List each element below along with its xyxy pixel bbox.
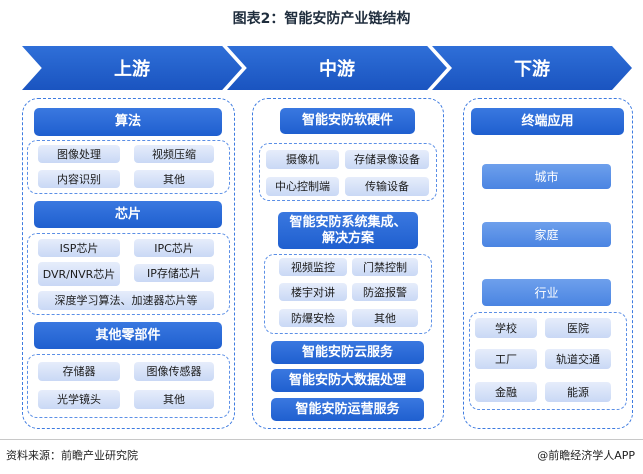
stage-downstream-arrow: 下游 <box>432 46 632 90</box>
market-city: 城市 <box>482 164 611 189</box>
downstream-column <box>463 98 633 429</box>
service-cloud: 智能安防云服务 <box>271 341 424 364</box>
chip-item: IPC芯片 <box>134 239 214 257</box>
hardware-item: 摄像机 <box>266 150 339 169</box>
parts-item: 光学镜头 <box>38 390 120 409</box>
page-title: 图表2：智能安防产业链结构 <box>232 11 411 27</box>
market-home: 家庭 <box>482 222 611 247</box>
industry-group <box>469 312 627 410</box>
chip-item: DVR/NVR芯片 <box>38 262 120 286</box>
terminal-app-header: 终端应用 <box>471 108 624 135</box>
algorithm-item: 其他 <box>134 170 214 188</box>
service-operation: 智能安防运营服务 <box>271 398 424 421</box>
parts-group <box>27 354 230 418</box>
hardware-group <box>259 143 437 201</box>
midstream-column <box>252 98 444 429</box>
algorithm-item: 内容识别 <box>38 170 120 188</box>
upstream-column <box>22 98 235 429</box>
brand-text: @前瞻经济学人APP <box>537 449 635 462</box>
source-text: 资料来源：前瞻产业研究院 <box>6 449 138 462</box>
chip-item: IP存储芯片 <box>134 264 214 282</box>
industry-item: 金融 <box>475 382 537 402</box>
hardware-header: 智能安防软硬件 <box>280 108 415 134</box>
industry-item: 能源 <box>545 382 611 402</box>
chip-header: 芯片 <box>34 201 222 228</box>
industry-item: 学校 <box>475 318 537 338</box>
integration-item: 防盗报警 <box>352 283 418 301</box>
parts-item: 其他 <box>134 390 214 409</box>
industry-item: 工厂 <box>475 349 537 369</box>
parts-item: 存储器 <box>38 362 120 381</box>
stage-midstream-arrow: 中游 <box>227 46 447 90</box>
integration-item: 楼宇对讲 <box>279 283 347 301</box>
industry-item: 轨道交通 <box>545 349 611 369</box>
parts-item: 图像传感器 <box>134 362 214 381</box>
integration-item: 其他 <box>352 309 418 327</box>
algorithm-item: 图像处理 <box>38 145 120 163</box>
algorithm-group <box>27 140 230 194</box>
hardware-item: 存储录像设备 <box>345 150 429 169</box>
stage-upstream-arrow: 上游 <box>22 46 242 90</box>
market-industry: 行业 <box>482 279 611 306</box>
service-bigdata: 智能安防大数据处理 <box>271 369 424 392</box>
integration-group <box>264 254 432 334</box>
algorithm-item: 视频压缩 <box>134 145 214 163</box>
integration-item: 门禁控制 <box>352 258 418 276</box>
hardware-item: 传输设备 <box>345 177 429 196</box>
chip-item: 深度学习算法、加速器芯片等 <box>38 291 214 310</box>
integration-item: 防爆安检 <box>279 309 347 327</box>
chip-group <box>27 233 230 315</box>
industry-item: 医院 <box>545 318 611 338</box>
hardware-item: 中心控制端 <box>266 177 339 196</box>
parts-header: 其他零部件 <box>34 322 222 349</box>
chip-item: ISP芯片 <box>38 239 120 257</box>
algorithm-header: 算法 <box>34 108 222 136</box>
integration-header: 智能安防系统集成、解决方案 <box>278 212 418 249</box>
footer-divider <box>0 439 643 440</box>
integration-item: 视频监控 <box>279 258 347 276</box>
